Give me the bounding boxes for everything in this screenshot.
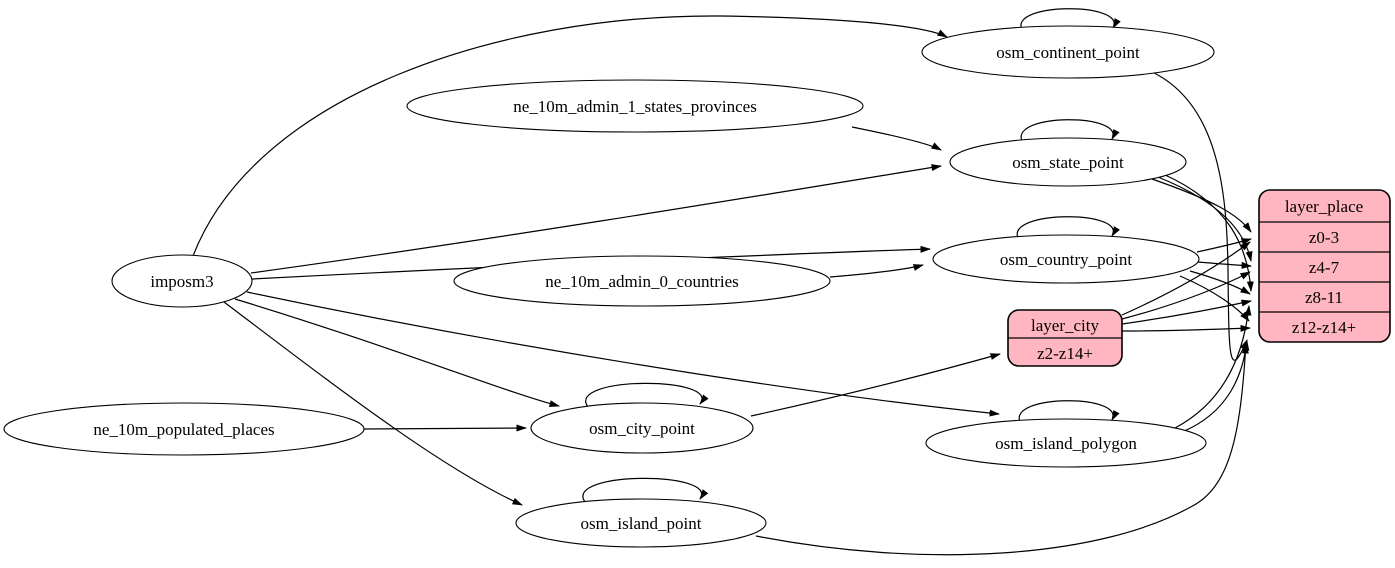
node-ne-10m-populated-places: ne_10m_populated_places xyxy=(3,402,365,456)
node-osm-continent-point: osm_continent_point xyxy=(921,25,1215,79)
node-layer-place: layer_place z0-3 z4-7 z8-11 z12-z14+ xyxy=(1258,189,1391,343)
node-ne-10m-admin-0-label: ne_10m_admin_0_countries xyxy=(545,272,739,291)
node-osm-state-point: osm_state_point xyxy=(949,137,1187,187)
edge-ne-10m-admin-1-to-osm-state-point xyxy=(851,126,942,151)
edge-osm-island-polygon-to-z8-11 xyxy=(1174,305,1252,429)
layer-place-row-z12-z14: z12-z14+ xyxy=(1292,318,1356,337)
edge-layer-city-to-z12 xyxy=(1121,324,1251,332)
self-loop-osm-country-point xyxy=(1016,216,1120,239)
layer-city-row-z2-z14: z2-z14+ xyxy=(1037,344,1093,363)
node-osm-island-polygon: osm_island_polygon xyxy=(925,418,1207,468)
node-osm-city-point-label: osm_city_point xyxy=(589,419,695,438)
edge-osm-country-point-to-z4-7 xyxy=(1197,261,1252,269)
self-loop-osm-island-polygon xyxy=(1018,400,1120,423)
node-ne-10m-admin-0-countries: ne_10m_admin_0_countries xyxy=(453,255,831,307)
table-node-group: imposm3 ne_10m_admin_1_states_provinces … xyxy=(3,25,1215,548)
edge-osm-island-point-to-z12 xyxy=(755,343,1249,556)
layer-node-group: layer_city z2-z14+ layer_place z0-3 z4-7… xyxy=(1007,189,1391,367)
self-loop-osm-city-point xyxy=(585,382,709,408)
node-ne-10m-populated-places-label: ne_10m_populated_places xyxy=(93,420,274,439)
edge-osm-city-point-to-layer-city-z2 xyxy=(750,353,1001,417)
layer-city-title: layer_city xyxy=(1031,316,1099,335)
node-layer-city: layer_city z2-z14+ xyxy=(1007,309,1123,367)
self-loop-osm-island-point xyxy=(582,477,709,503)
edge-layer-city-to-z0-3 xyxy=(1121,241,1251,316)
edge-osm-state-point-to-z8-11 xyxy=(1162,173,1254,292)
layer-place-row-z8-11: z8-11 xyxy=(1305,288,1343,307)
layer-place-title: layer_place xyxy=(1285,197,1363,216)
node-osm-state-point-label: osm_state_point xyxy=(1012,153,1124,172)
node-ne-10m-admin-1-states-provinces: ne_10m_admin_1_states_provinces xyxy=(406,79,864,133)
edge-osm-state-point-to-z4-7 xyxy=(1157,176,1253,262)
edge-imposm3-to-osm-island-polygon xyxy=(246,291,1000,417)
edge-osm-state-point-to-z0-3 xyxy=(1151,178,1252,233)
self-loop-osm-continent-point xyxy=(1020,8,1121,31)
edge-imposm3-to-osm-island-point xyxy=(223,301,523,506)
edge-ne-10m-admin-0-to-osm-country-point xyxy=(829,264,924,278)
edge-osm-country-point-to-z8-11 xyxy=(1189,270,1251,295)
edge-group xyxy=(192,8,1254,556)
edge-imposm3-to-osm-city-point xyxy=(234,298,560,408)
node-osm-city-point: osm_city_point xyxy=(530,402,754,454)
node-imposm3: imposm3 xyxy=(111,254,253,308)
node-osm-island-polygon-label: osm_island_polygon xyxy=(995,434,1137,453)
edge-imposm3-to-osm-state-point xyxy=(250,164,942,274)
layer-place-row-z0-3: z0-3 xyxy=(1309,228,1339,247)
node-osm-island-point-label: osm_island_point xyxy=(581,514,702,533)
node-osm-country-point-label: osm_country_point xyxy=(1000,250,1132,269)
edge-ne-10m-populated-places-to-osm-city-point xyxy=(363,424,527,432)
node-osm-island-point: osm_island_point xyxy=(515,498,767,548)
node-imposm3-label: imposm3 xyxy=(150,272,213,291)
node-ne-10m-admin-1-label: ne_10m_admin_1_states_provinces xyxy=(513,97,757,116)
edge-layer-city-to-z8-11 xyxy=(1121,299,1252,325)
layer-place-row-z4-7: z4-7 xyxy=(1309,258,1340,277)
node-osm-continent-point-label: osm_continent_point xyxy=(996,43,1140,62)
node-osm-country-point: osm_country_point xyxy=(932,234,1200,284)
edge-imposm3-to-osm-continent-point xyxy=(192,15,948,257)
self-loop-osm-state-point xyxy=(1020,119,1120,142)
edge-layer-city-to-z4-7 xyxy=(1121,271,1251,320)
edge-osm-continent-point-to-z12 xyxy=(1149,70,1248,361)
edge-osm-island-polygon-to-z12 xyxy=(1181,340,1250,433)
